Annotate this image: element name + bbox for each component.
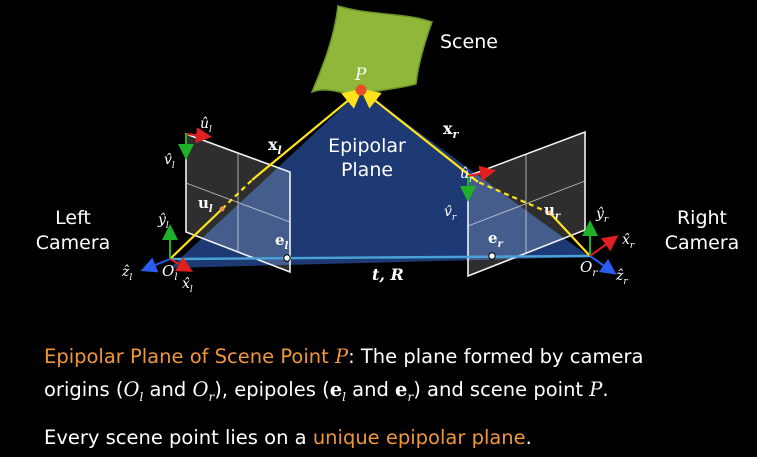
yhat-left-label: ŷl [157, 211, 169, 231]
vhat-left-label: v̂l [164, 152, 175, 171]
caption-line-2: origins (Ol and Or), epipoles (el and er… [44, 378, 609, 404]
image-point-left [219, 206, 225, 212]
ray-right-upper [360, 88, 479, 183]
caption-line-1: Epipolar Plane of Scene Point P: The pla… [44, 345, 644, 368]
ray-right-solid [549, 212, 591, 257]
zhat-left-label: ẑl [121, 263, 132, 283]
yhat-right-label: ŷr [595, 205, 609, 225]
caption-definition: Epipolar Plane of Scene Point P: The pla… [44, 340, 754, 414]
caption-title: Epipolar Plane of Scene Point P [44, 345, 349, 368]
image-point-left-label: ul [198, 194, 213, 215]
right-camera-label-1: Right [677, 207, 727, 229]
ray-left-label: xl [268, 135, 282, 157]
epipole-left [283, 254, 291, 262]
origin-left-label: Ol [162, 262, 178, 283]
ray-left-dashed [221, 179, 253, 210]
caption-highlight: unique epipolar plane [312, 426, 526, 449]
ray-right-dashed [477, 180, 551, 215]
left-camera-label-1: Left [55, 207, 91, 229]
caption-uniqueness: Every scene point lies on a unique epipo… [44, 426, 532, 449]
xhat-right-label: x̂r [622, 232, 635, 251]
scene-label: Scene [440, 31, 498, 53]
origin-right-label: Or [580, 258, 598, 279]
vhat-right-label: v̂r [444, 204, 457, 223]
ray-right-label: xr [443, 119, 460, 141]
scene-point-p [355, 84, 367, 96]
image-point-right [547, 210, 553, 216]
epipolar-plane-label-2: Plane [341, 159, 393, 181]
scene-surface [310, 5, 433, 97]
image-point-right-label: ur [544, 201, 561, 222]
baseline-label: t, R [372, 265, 404, 284]
xhat-right-axis [589, 235, 619, 257]
point-p-label: P [354, 65, 367, 85]
epipolar-plane-label-1: Epipolar [328, 135, 406, 157]
ray-left-upper [251, 88, 363, 181]
xhat-left-label: x̂l [182, 276, 193, 295]
epipole-right-label: er [488, 229, 504, 250]
zhat-left-axis [140, 257, 171, 273]
uhat-left-axis [185, 127, 212, 144]
epipole-left-label: el [275, 231, 289, 252]
xhat-left-axis [169, 257, 193, 272]
zhat-right-label: ẑr [615, 267, 628, 287]
baseline-line [169, 254, 591, 261]
left-camera-label-2: Camera [36, 232, 111, 254]
epipolar-diagram: Scene P Epipolar Plane Left Camera Right… [36, 5, 740, 295]
uhat-left-label: ûl [200, 116, 212, 135]
epipole-right [488, 252, 496, 260]
uhat-right-axis [467, 165, 496, 182]
right-camera-label-2: Camera [665, 232, 740, 254]
uhat-right-label: ûr [460, 166, 474, 185]
ray-left-solid [169, 208, 223, 260]
epipolar-plane [170, 90, 590, 268]
zhat-right-axis [589, 255, 617, 275]
